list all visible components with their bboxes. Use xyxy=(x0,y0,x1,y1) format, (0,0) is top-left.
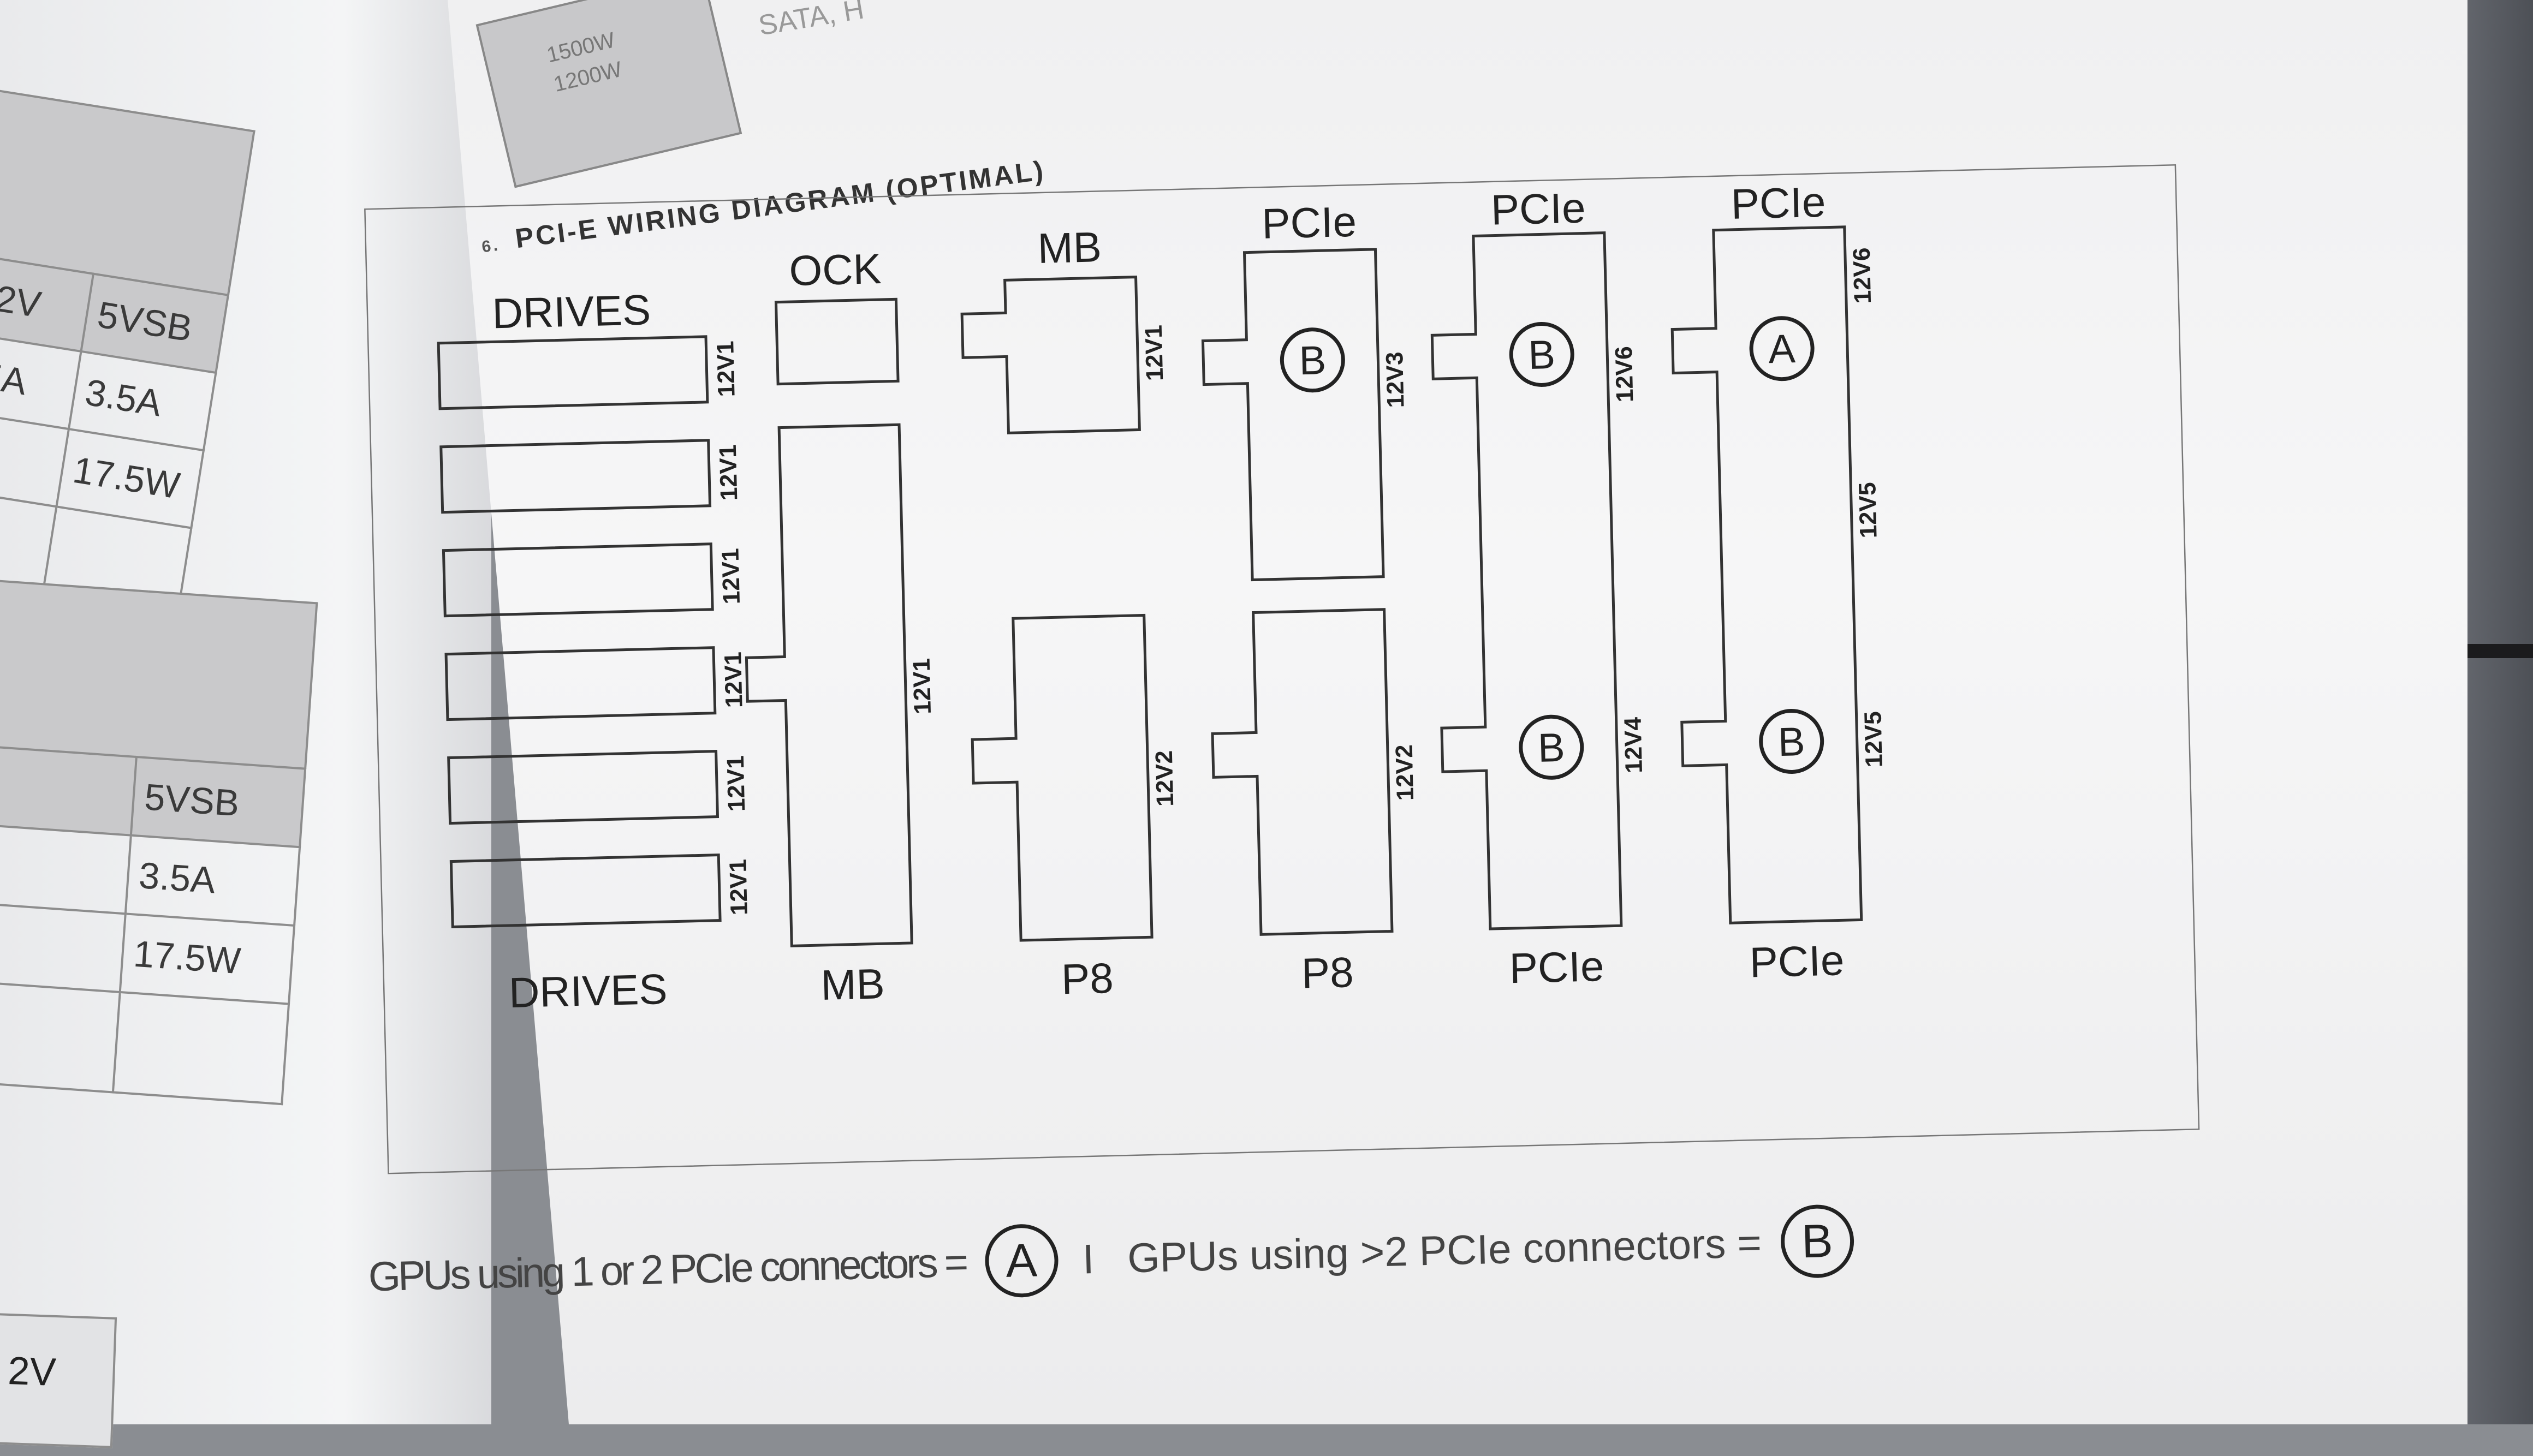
column-top-label: MB xyxy=(1037,223,1102,272)
legend-b-text: GPUs using >2 PCIe connectors = xyxy=(1127,1219,1762,1281)
column-bottom-label: MB xyxy=(820,959,885,1009)
legend-a-text: GPUs using 1 or 2 PCIe connectors = xyxy=(367,1239,966,1300)
rail-label: 12V6 xyxy=(1610,346,1638,403)
rail-label: 12V1 xyxy=(720,652,747,708)
column-bottom-label: DRIVES xyxy=(508,965,668,1017)
rail-label: 12V1 xyxy=(908,658,936,714)
legend: GPUs using 1 or 2 PCIe connectors = A I … xyxy=(367,1203,1862,1314)
mb-cpu-connector xyxy=(960,276,1141,434)
pcie-connector xyxy=(1201,248,1385,582)
left-page: -12V 5VSB 0.5A 3.5A 6W 17.5W 5VSB 3.5A 1… xyxy=(0,0,491,1448)
badge-circle xyxy=(1280,327,1345,393)
wattage-tab: 1500W 1200W xyxy=(475,0,742,188)
rail-label: 12V2 xyxy=(1391,744,1419,801)
rail-label: 12V1 xyxy=(712,341,740,397)
rail-label: 12V1 xyxy=(722,755,750,812)
badge-circle xyxy=(1759,708,1824,774)
rail-label: 12V4 xyxy=(1620,717,1648,773)
p8-connector xyxy=(1211,608,1394,936)
column-bottom-label: P8 xyxy=(1061,954,1114,1003)
drive-connector xyxy=(439,439,712,514)
pcie-long-connector xyxy=(1430,231,1623,930)
mb-24pin-connector xyxy=(745,423,913,947)
wiring-diagram: DRIVES DRIVES OCK MB MB P8 PCIe P8 PCIe … xyxy=(364,164,2200,1174)
right-page xyxy=(448,0,2467,1424)
badge-letter: B xyxy=(1299,337,1327,383)
rail-label: 12V5 xyxy=(1854,482,1882,539)
legend-a-symbol: A xyxy=(984,1223,1059,1298)
column-top-label: DRIVES xyxy=(492,285,651,337)
drive-connector xyxy=(444,646,717,721)
column-bottom-label: PCIe xyxy=(1509,942,1605,992)
drive-connector xyxy=(449,853,722,929)
column-top-label: PCIe xyxy=(1731,178,1827,228)
legend-separator: I xyxy=(1082,1236,1095,1282)
drive-connector xyxy=(437,335,709,410)
rail-label: 12V3 xyxy=(1381,351,1409,408)
ock-connector xyxy=(774,297,900,386)
badge-circle xyxy=(1519,714,1584,780)
rail-label: 12V6 xyxy=(1848,247,1876,304)
column-bottom-label: PCIe xyxy=(1749,936,1845,986)
badge-letter: B xyxy=(1528,332,1556,378)
badge-letter: B xyxy=(1537,725,1565,771)
legend-b-symbol: B xyxy=(1780,1203,1855,1279)
badge-letter: A xyxy=(1768,326,1796,372)
badge-letter: B xyxy=(1777,719,1805,765)
p8-connector xyxy=(971,613,1153,942)
column-top-label: PCIe xyxy=(1261,198,1357,248)
diagram-frame xyxy=(364,164,2200,1174)
column-top-label: PCIe xyxy=(1490,183,1586,234)
rail-label: 12V5 xyxy=(1859,711,1887,768)
rail-label: 12V1 xyxy=(1140,325,1168,381)
drive-connector xyxy=(442,542,714,618)
drive-connector xyxy=(447,750,720,825)
rail-label: 12V1 xyxy=(724,859,752,916)
column-top-label: OCK xyxy=(788,244,882,295)
rail-label: 12V1 xyxy=(717,548,745,605)
badge-circle xyxy=(1749,316,1815,381)
rail-label: 12V2 xyxy=(1151,750,1179,807)
badge-circle xyxy=(1509,321,1574,387)
pcie-long-connector xyxy=(1670,225,1863,924)
column-bottom-label: P8 xyxy=(1301,948,1354,997)
rail-label: 12V1 xyxy=(715,444,742,501)
